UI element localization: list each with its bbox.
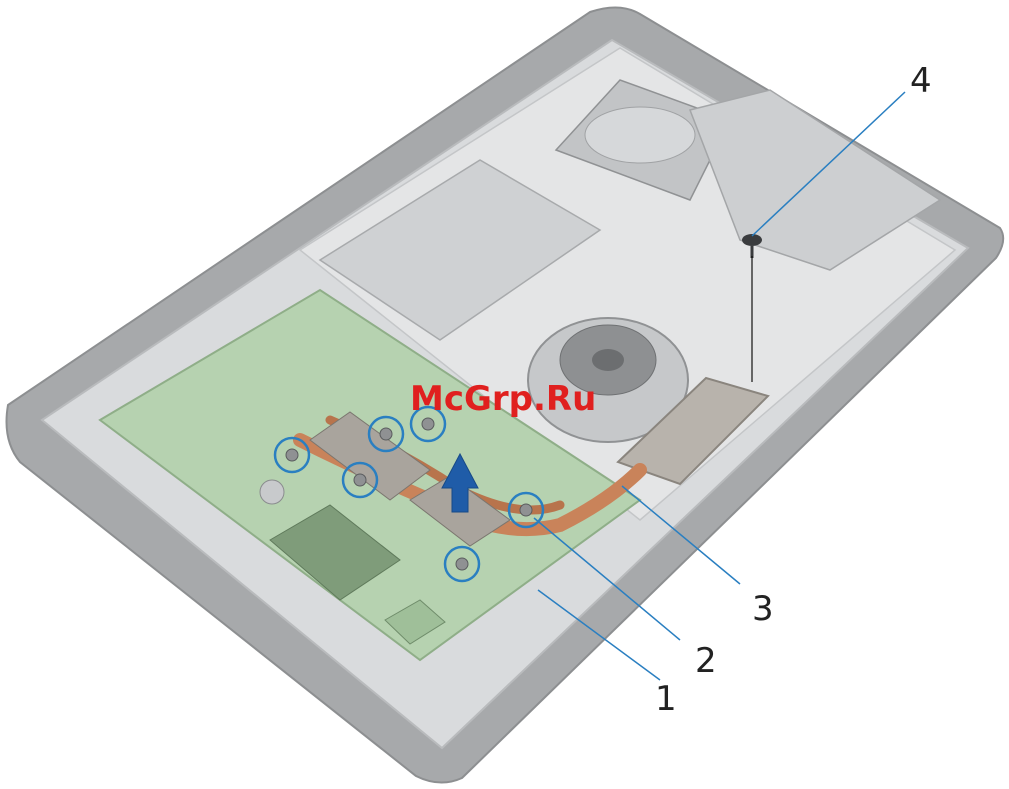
screw-icon xyxy=(380,428,392,440)
fan-hub xyxy=(592,349,624,371)
callout-1: 1 xyxy=(655,679,677,719)
callout-4: 4 xyxy=(910,61,932,101)
screw-icon xyxy=(456,558,468,570)
coin-cell-battery xyxy=(260,480,284,504)
screw-icon xyxy=(520,504,532,516)
screw-icon xyxy=(354,474,366,486)
callout-2: 2 xyxy=(695,641,717,681)
hard-drive-platter xyxy=(585,107,695,163)
watermark-text: McGrp.Ru xyxy=(410,379,596,419)
screw-icon xyxy=(422,418,434,430)
callout-3: 3 xyxy=(752,589,774,629)
screw-icon xyxy=(286,449,298,461)
